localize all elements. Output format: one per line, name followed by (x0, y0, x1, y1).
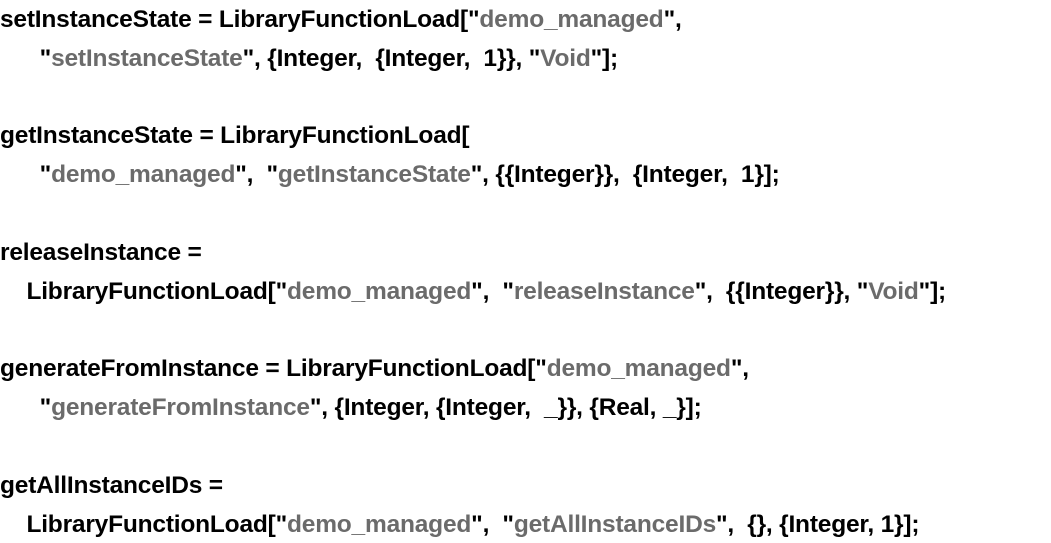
string-literal: demo_managed (287, 278, 472, 305)
code-line: "demo_managed", "getInstanceState", {{In… (0, 159, 780, 191)
string-literal: demo_managed (546, 355, 731, 382)
indent (0, 161, 40, 188)
indent (0, 394, 40, 421)
code-token: releaseInstance = (0, 239, 202, 266)
code-token: " (39, 45, 52, 72)
code-line: getAllInstanceIDs = (0, 470, 223, 502)
code-line: LibraryFunctionLoad["demo_managed", "get… (0, 509, 919, 541)
code-token: ", " (471, 511, 514, 538)
code-token: ", " (471, 278, 514, 305)
code-token: setInstanceState = LibraryFunctionLoad[" (0, 6, 480, 33)
code-token: generateFromInstance = LibraryFunctionLo… (0, 355, 547, 382)
code-token: ", {Integer, {Integer, _}}, {Real, _}]; (309, 394, 702, 421)
string-literal: demo_managed (479, 6, 664, 33)
code-line: generateFromInstance = LibraryFunctionLo… (0, 353, 749, 385)
indent (0, 511, 26, 538)
string-literal: releaseInstance (513, 278, 695, 305)
code-token: ", (663, 6, 682, 33)
indent (0, 45, 40, 72)
code-token: ", {Integer, {Integer, 1}}, " (242, 45, 541, 72)
code-line: getInstanceState = LibraryFunctionLoad[ (0, 120, 470, 152)
code-token: LibraryFunctionLoad[" (26, 278, 288, 305)
code-token: getInstanceState = LibraryFunctionLoad[ (0, 122, 470, 149)
code-token: getAllInstanceIDs = (0, 472, 223, 499)
code-line: releaseInstance = (0, 237, 202, 269)
code-token: " (39, 161, 52, 188)
indent (0, 278, 26, 305)
code-token: ", {{Integer}}, {Integer, 1}]; (470, 161, 780, 188)
code-token: " (39, 394, 52, 421)
code-token: LibraryFunctionLoad[" (26, 511, 288, 538)
code-line: "setInstanceState", {Integer, {Integer, … (0, 43, 618, 75)
string-literal: Void (540, 45, 591, 72)
code-line: setInstanceState = LibraryFunctionLoad["… (0, 4, 682, 36)
string-literal: generateFromInstance (51, 394, 310, 421)
code-token: ", (730, 355, 749, 382)
code-token: ", " (235, 161, 278, 188)
code-token: "]; (590, 45, 619, 72)
string-literal: demo_managed (287, 511, 472, 538)
code-line: "generateFromInstance", {Integer, {Integ… (0, 392, 702, 424)
string-literal: getInstanceState (277, 161, 471, 188)
code-token: "]; (918, 278, 947, 305)
code-line: LibraryFunctionLoad["demo_managed", "rel… (0, 276, 946, 308)
string-literal: demo_managed (51, 161, 236, 188)
string-literal: Void (868, 278, 919, 305)
code-token: ", {{Integer}}, " (694, 278, 869, 305)
string-literal: setInstanceState (51, 45, 243, 72)
code-token: ", {}, {Integer, 1}]; (716, 511, 920, 538)
string-literal: getAllInstanceIDs (513, 511, 716, 538)
